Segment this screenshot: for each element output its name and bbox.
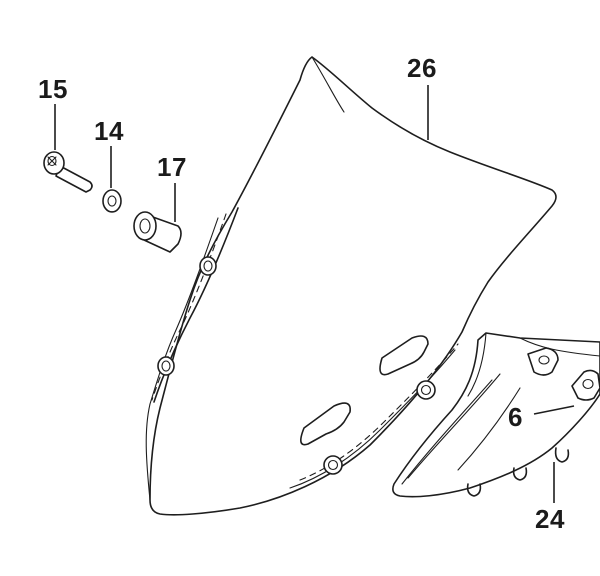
mounting-bracket — [392, 332, 600, 498]
callout-spacer: 17 — [157, 152, 187, 182]
washer — [102, 189, 122, 213]
callout-windscreen: 26 — [407, 53, 437, 83]
callout-washer: 14 — [94, 116, 124, 146]
callout-screw: 15 — [38, 74, 68, 104]
spacer — [133, 211, 182, 253]
leader-lines — [54, 85, 575, 503]
clip-nut — [571, 369, 600, 401]
callout-grommet: 24 — [535, 504, 565, 534]
callout-clip-nut: 6 — [508, 402, 523, 432]
screw — [43, 151, 93, 193]
windscreen — [145, 56, 557, 516]
